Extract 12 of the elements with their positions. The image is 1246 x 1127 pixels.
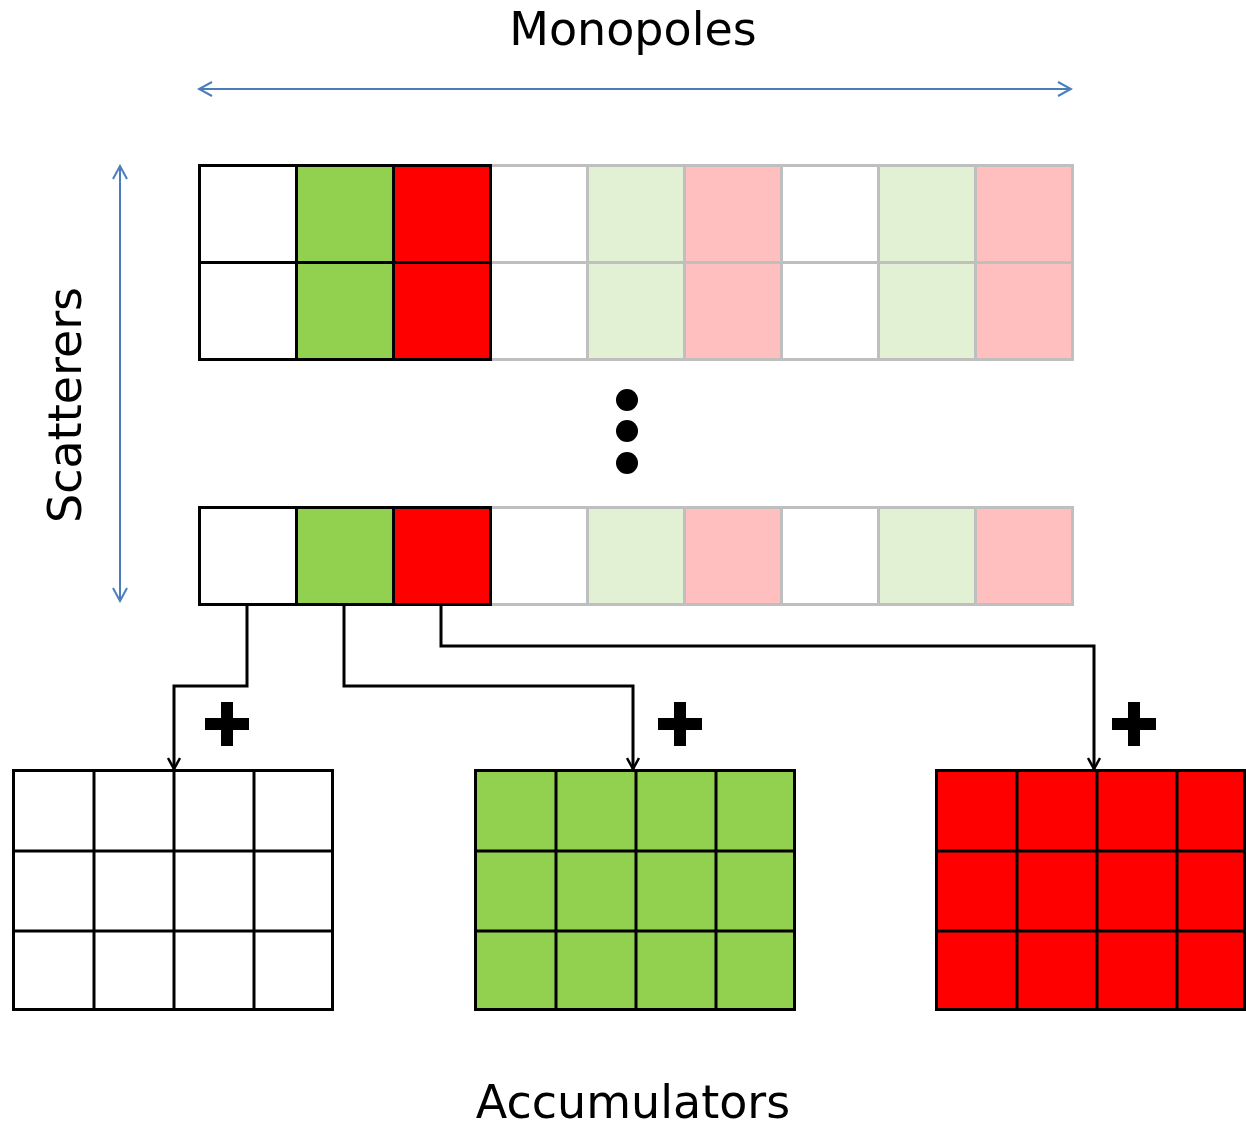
axis-label: Scatterers	[38, 286, 92, 524]
matrix-cell	[392, 506, 492, 606]
arrow	[166, 606, 249, 771]
arrow	[342, 606, 641, 771]
arrow	[439, 606, 1102, 771]
accumulator-grid	[12, 769, 334, 1011]
section-label: Accumulators	[475, 1075, 791, 1127]
axis-label: Monopoles	[509, 2, 757, 56]
matrix-cell	[295, 506, 395, 606]
accumulator-grid	[935, 769, 1246, 1011]
accumulator-grid	[474, 769, 796, 1011]
matrix-cell	[198, 506, 298, 606]
